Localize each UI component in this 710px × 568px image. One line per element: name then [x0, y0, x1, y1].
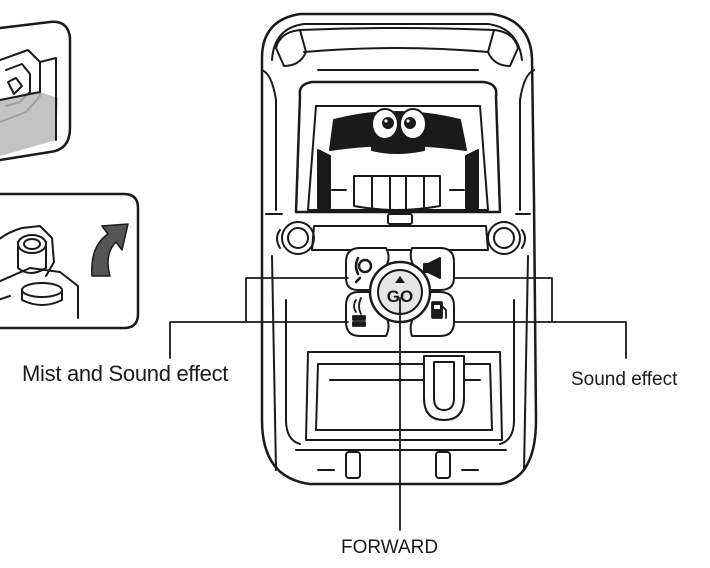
mist-sound-effect-label: Mist and Sound effect — [22, 361, 229, 386]
curved-arrow-icon — [91, 223, 129, 277]
battery-cover-inset — [0, 20, 72, 162]
gas-pump-icon — [431, 301, 447, 319]
mist-spray-icon — [352, 297, 366, 327]
sound-effect-label: Sound effect — [571, 369, 678, 390]
control-pad — [345, 247, 455, 337]
refuel-pump-icon — [354, 256, 373, 284]
mist-tank-inset — [0, 192, 140, 330]
toy-car-body — [260, 12, 538, 486]
horn-icon — [423, 257, 441, 279]
forward-label: FORWARD — [341, 537, 439, 558]
callout-lines — [169, 277, 627, 531]
go-button-label: GO — [387, 287, 413, 306]
